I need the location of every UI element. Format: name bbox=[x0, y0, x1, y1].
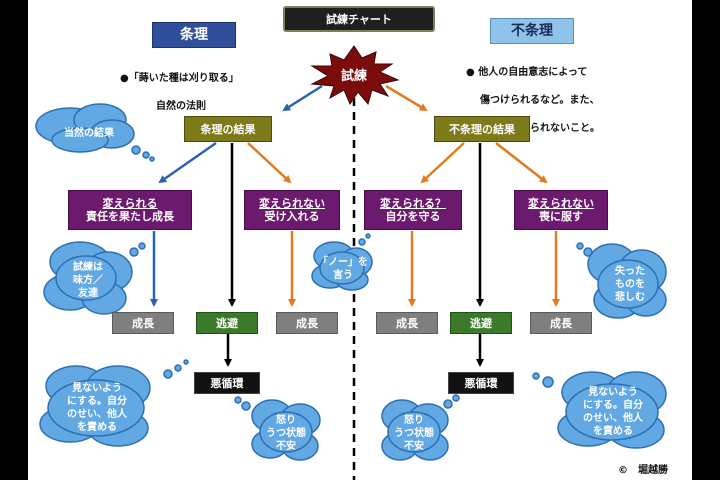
right-header: 不条理 bbox=[490, 18, 574, 44]
cloud-c3-text: 「ノー」を 言う bbox=[318, 257, 368, 281]
right-description: ● 他人の自由意志によって 傷つけられるなど。また、 天災、変えられないこと。 bbox=[466, 52, 600, 150]
cloud-c4 bbox=[576, 242, 667, 319]
rp1-line2: 自分を守る bbox=[385, 210, 441, 223]
rp1-line1: 変えられる？ bbox=[380, 197, 446, 210]
cloud-c1 bbox=[35, 103, 155, 162]
burst-label: 試練 bbox=[340, 68, 367, 84]
cloud-c7-text: 怒り うつ状態 不安 bbox=[394, 414, 434, 452]
cloud-c4-text: 失った ものを 悲しむ bbox=[615, 265, 645, 303]
lp1-line2: 責任を果たし成長 bbox=[86, 210, 174, 223]
growth-box-2: 成長 bbox=[276, 312, 338, 334]
cloud-c8-text: 見ないよう にする。自分 のせい、他人 を責める bbox=[582, 387, 644, 437]
right-purple-changeable: 変えられる？ 自分を守る bbox=[364, 190, 462, 230]
left-desc-line2: 自然の法則 bbox=[156, 101, 206, 112]
cloud-c6 bbox=[234, 396, 321, 461]
rp2-line2: 喪に服す bbox=[539, 210, 583, 223]
arrow-burst-to-left bbox=[282, 84, 323, 112]
arrow-rr-to-rp2 bbox=[495, 142, 548, 184]
arrow-burst-to-right bbox=[385, 84, 428, 112]
cloud-c2 bbox=[43, 241, 146, 315]
lp2-line2: 受け入れる bbox=[264, 210, 320, 223]
lp2-line1: 変えられない bbox=[259, 197, 325, 210]
left-purple-unchangeable: 変えられない 受け入れる bbox=[244, 190, 340, 230]
right-desc-line1: ● 他人の自由意志によって bbox=[466, 67, 588, 78]
arrow-lr-to-lp2 bbox=[247, 142, 292, 184]
cloud-c2-text: 試練は 味方／ 友達 bbox=[73, 261, 103, 299]
vicious-box-left: 悪循環 bbox=[194, 372, 260, 394]
right-purple-unchangeable: 変えられない 喪に服す bbox=[514, 190, 608, 230]
right-result-box: 不条理の結果 bbox=[434, 116, 530, 142]
escape-box-right: 逃避 bbox=[450, 312, 512, 334]
escape-box-left: 逃避 bbox=[196, 312, 258, 334]
right-desc-line2: 傷つけられるなど。また、 bbox=[480, 95, 600, 106]
cloud-c7 bbox=[381, 394, 460, 461]
cloud-c5-text: 見ないよう にする。自分 のせい、他人 を責める bbox=[66, 383, 128, 433]
growth-box-4: 成長 bbox=[530, 312, 592, 334]
right-desc-line3: 天災、変えられないこと。 bbox=[480, 123, 600, 134]
arrow-lr-to-lp1 bbox=[158, 141, 217, 184]
burst-shape bbox=[310, 45, 400, 106]
cloud-c5 bbox=[39, 359, 189, 447]
left-description: ●「蒔いた種は刈り取る」 自然の法則 bbox=[120, 58, 239, 128]
left-result-box: 条理の結果 bbox=[184, 116, 272, 142]
lp1-line1: 変えられる bbox=[102, 197, 158, 210]
credit-text: © 堀越勝 bbox=[618, 465, 668, 476]
cloud-c8 bbox=[532, 371, 667, 449]
left-desc-line1: ●「蒔いた種は刈り取る」 bbox=[120, 73, 239, 84]
growth-box-1: 成長 bbox=[112, 312, 174, 334]
rp2-line1: 変えられない bbox=[528, 197, 594, 210]
growth-box-3: 成長 bbox=[376, 312, 438, 334]
cloud-c3 bbox=[311, 233, 373, 291]
cloud-c6-text: 怒り うつ状態 不安 bbox=[266, 414, 306, 452]
chart-title: 試練チャート bbox=[283, 6, 435, 32]
vicious-box-right: 悪循環 bbox=[448, 372, 514, 394]
arrow-rr-to-rp1 bbox=[420, 142, 465, 184]
left-purple-changeable: 変えられる 責任を果たし成長 bbox=[68, 190, 192, 230]
left-header: 条理 bbox=[152, 22, 236, 48]
cloud-c1-text: 当然の結果 bbox=[64, 127, 114, 139]
